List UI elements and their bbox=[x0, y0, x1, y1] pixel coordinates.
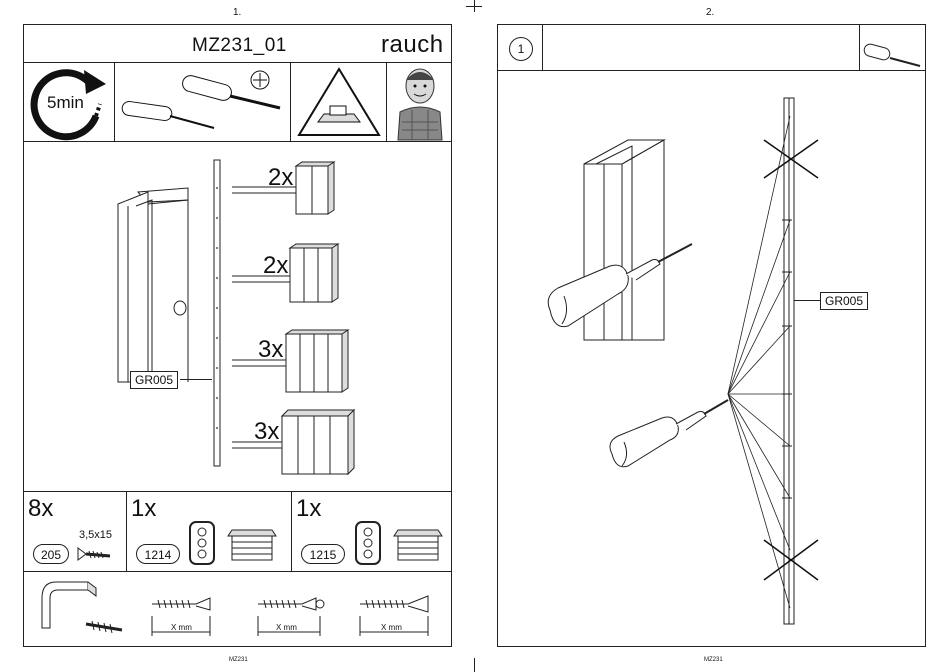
plug-block-4 bbox=[232, 406, 362, 478]
warning-icon bbox=[296, 66, 382, 138]
part-quantity: 1x bbox=[296, 495, 321, 523]
footer-left: MZ231 bbox=[229, 657, 248, 663]
mascot-icon bbox=[392, 64, 448, 140]
part-quantity: 8x bbox=[28, 495, 53, 523]
divider bbox=[23, 141, 452, 142]
plug-quantity: 2x bbox=[263, 252, 288, 280]
divider bbox=[859, 24, 860, 70]
screwdriver-tools-icon bbox=[118, 66, 288, 138]
rail-drawing bbox=[210, 158, 226, 468]
page-title: MZ231_01 bbox=[192, 35, 287, 57]
divider bbox=[386, 62, 387, 141]
rail-label: GR005 bbox=[820, 292, 868, 310]
divider bbox=[126, 491, 127, 571]
cap-insert-icon bbox=[354, 520, 450, 566]
part-quantity: 1x bbox=[131, 495, 156, 523]
screwdriver-icon bbox=[862, 40, 922, 68]
plug-quantity: 3x bbox=[258, 336, 283, 364]
plug-quantity: 3x bbox=[254, 418, 279, 446]
divider bbox=[291, 491, 292, 571]
divider bbox=[23, 571, 452, 572]
footer-right: MZ231 bbox=[704, 657, 723, 663]
part-code: 1214 bbox=[136, 544, 180, 564]
cap-insert-icon bbox=[188, 520, 284, 566]
screwdriver-drawing bbox=[604, 392, 734, 476]
crop-mark-bottom bbox=[474, 658, 475, 672]
bracket-with-screw-icon bbox=[38, 580, 128, 640]
part-size: 3,5x15 bbox=[79, 529, 112, 541]
divider bbox=[23, 491, 452, 492]
divider bbox=[23, 62, 452, 63]
screw-length-label: X mm bbox=[276, 623, 297, 632]
divider bbox=[497, 70, 926, 71]
page-number-left: 1. bbox=[233, 7, 241, 18]
brand-logo: rauch bbox=[381, 31, 444, 59]
screw-icon bbox=[76, 544, 112, 564]
rail-label: GR005 bbox=[130, 371, 178, 389]
leader-line bbox=[180, 379, 212, 380]
plug-block-3 bbox=[232, 326, 352, 396]
side-panel-drawing bbox=[108, 182, 198, 382]
page-number-right: 2. bbox=[706, 7, 714, 18]
plug-quantity: 2x bbox=[268, 164, 293, 192]
part-code: 205 bbox=[33, 544, 69, 564]
screw-length-label: X mm bbox=[381, 623, 402, 632]
insertion-lines bbox=[600, 100, 800, 620]
divider bbox=[114, 62, 115, 141]
crop-mark-top-h bbox=[466, 6, 482, 7]
divider bbox=[290, 62, 291, 141]
screw-length-label: X mm bbox=[171, 623, 192, 632]
divider bbox=[542, 24, 543, 70]
part-code: 1215 bbox=[301, 544, 345, 564]
assembly-time: 5min bbox=[47, 93, 84, 113]
step-number: 1 bbox=[509, 37, 533, 61]
